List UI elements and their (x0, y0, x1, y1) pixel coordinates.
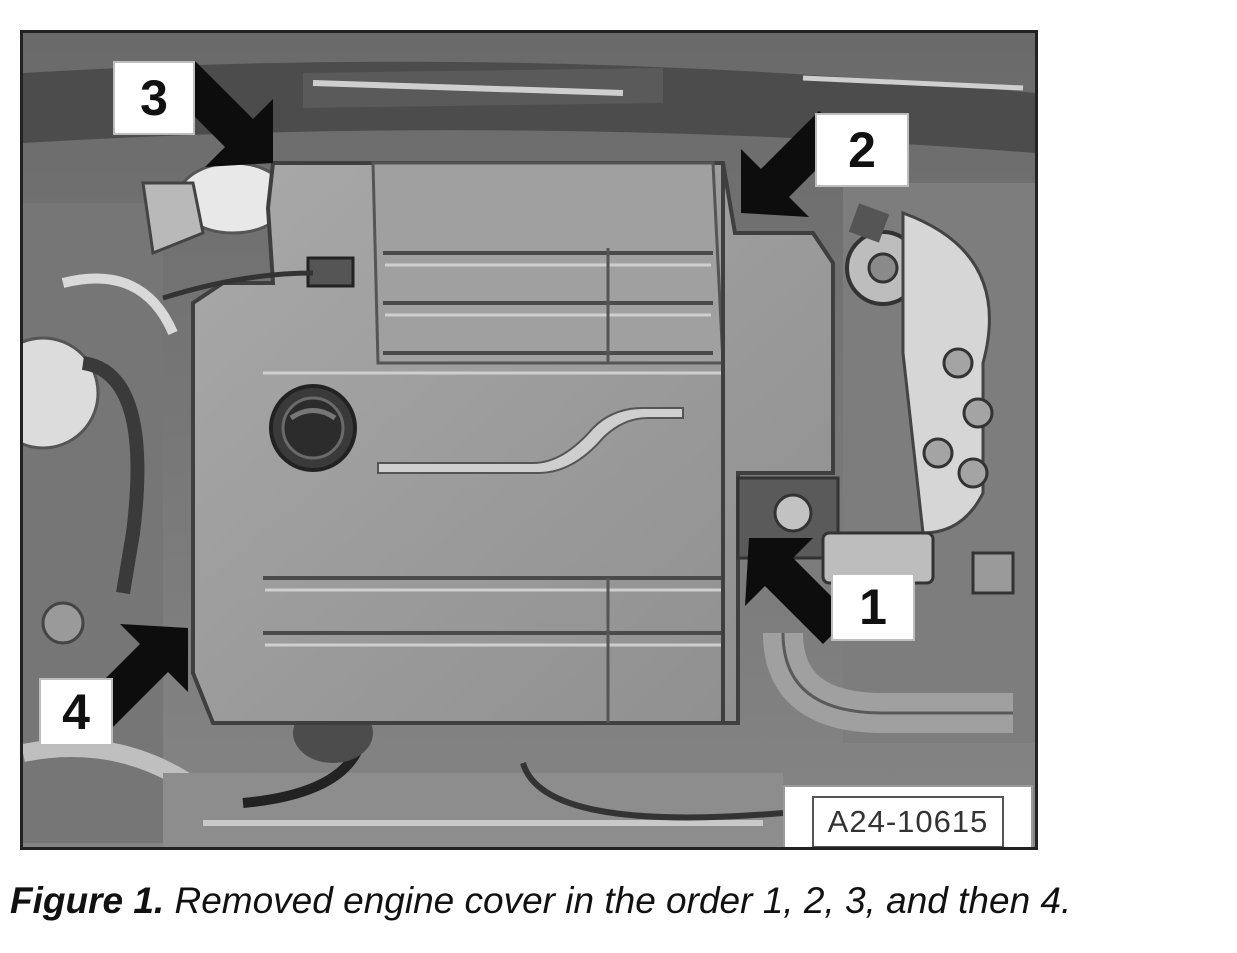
reference-code-box: A24-10615 (783, 785, 1033, 847)
callout-2: 2 (815, 113, 909, 187)
callout-3: 3 (113, 61, 195, 135)
caption-text: Removed engine cover in the order 1, 2, … (164, 880, 1072, 921)
callout-4: 4 (39, 678, 113, 746)
caption-prefix: Figure 1. (10, 880, 165, 921)
callout-1: 1 (831, 573, 915, 641)
reference-code: A24-10615 (811, 796, 1005, 847)
figure-caption: Figure 1. Removed engine cover in the or… (10, 880, 1230, 922)
engine-illustration: 3 2 1 4 A24-10615 (20, 30, 1038, 850)
